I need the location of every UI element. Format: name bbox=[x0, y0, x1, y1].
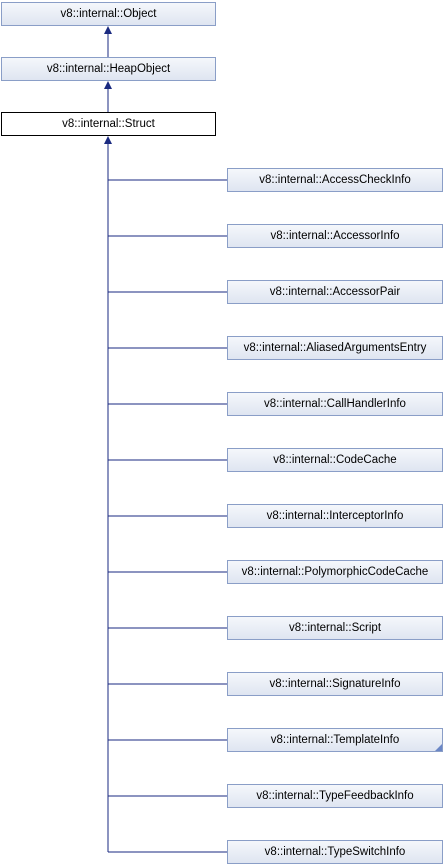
class-node-codecache[interactable]: v8::internal::CodeCache bbox=[227, 448, 443, 472]
class-node-script[interactable]: v8::internal::Script bbox=[227, 616, 443, 640]
class-node-label: v8::internal::Object bbox=[60, 8, 157, 20]
class-node-label: v8::internal::Struct bbox=[62, 118, 155, 130]
class-node-templateinfo[interactable]: v8::internal::TemplateInfo bbox=[227, 728, 443, 752]
inherit-arrow-icon bbox=[104, 81, 112, 89]
class-node-label: v8::internal::CodeCache bbox=[273, 454, 397, 466]
class-node-label: v8::internal::AccessorPair bbox=[269, 286, 401, 298]
class-node-label: v8::internal::Script bbox=[288, 622, 382, 634]
class-node-label: v8::internal::TypeFeedbackInfo bbox=[256, 790, 414, 802]
class-node-label: v8::internal::AccessCheckInfo bbox=[259, 174, 411, 186]
class-node-typefeedbackinfo[interactable]: v8::internal::TypeFeedbackInfo bbox=[227, 784, 443, 808]
class-node-label: v8::internal::PolymorphicCodeCache bbox=[241, 566, 429, 578]
class-node-label: v8::internal::TemplateInfo bbox=[270, 734, 400, 746]
class-node-label: v8::internal::InterceptorInfo bbox=[266, 510, 404, 522]
class-node-accessorpair[interactable]: v8::internal::AccessorPair bbox=[227, 280, 443, 304]
class-node-callhandlerinfo[interactable]: v8::internal::CallHandlerInfo bbox=[227, 392, 443, 416]
class-node-interceptorinfo[interactable]: v8::internal::InterceptorInfo bbox=[227, 504, 443, 528]
class-node-heapobject[interactable]: v8::internal::HeapObject bbox=[1, 57, 216, 81]
class-node-label: v8::internal::SignatureInfo bbox=[269, 678, 401, 690]
class-node-accesscheckinfo[interactable]: v8::internal::AccessCheckInfo bbox=[227, 168, 443, 192]
class-node-signatureinfo[interactable]: v8::internal::SignatureInfo bbox=[227, 672, 443, 696]
class-node-struct: v8::internal::Struct bbox=[1, 112, 216, 136]
class-node-aliasedargumentsentry[interactable]: v8::internal::AliasedArgumentsEntry bbox=[227, 336, 443, 360]
class-node-label: v8::internal::TypeSwitchInfo bbox=[264, 846, 406, 858]
class-node-typeswitchinfo[interactable]: v8::internal::TypeSwitchInfo bbox=[227, 840, 443, 864]
more-subclasses-corner-icon bbox=[435, 744, 442, 751]
class-node-label: v8::internal::CallHandlerInfo bbox=[264, 398, 406, 410]
class-node-label: v8::internal::HeapObject bbox=[46, 63, 171, 75]
class-node-label: v8::internal::AliasedArgumentsEntry bbox=[243, 342, 427, 354]
class-node-polymorphiccodecache[interactable]: v8::internal::PolymorphicCodeCache bbox=[227, 560, 443, 584]
class-node-object[interactable]: v8::internal::Object bbox=[1, 2, 216, 26]
class-node-accessorinfo[interactable]: v8::internal::AccessorInfo bbox=[227, 224, 443, 248]
inherit-arrow-icon bbox=[104, 26, 112, 34]
struct-inherit-arrow-icon bbox=[104, 136, 112, 144]
class-node-label: v8::internal::AccessorInfo bbox=[270, 230, 400, 242]
